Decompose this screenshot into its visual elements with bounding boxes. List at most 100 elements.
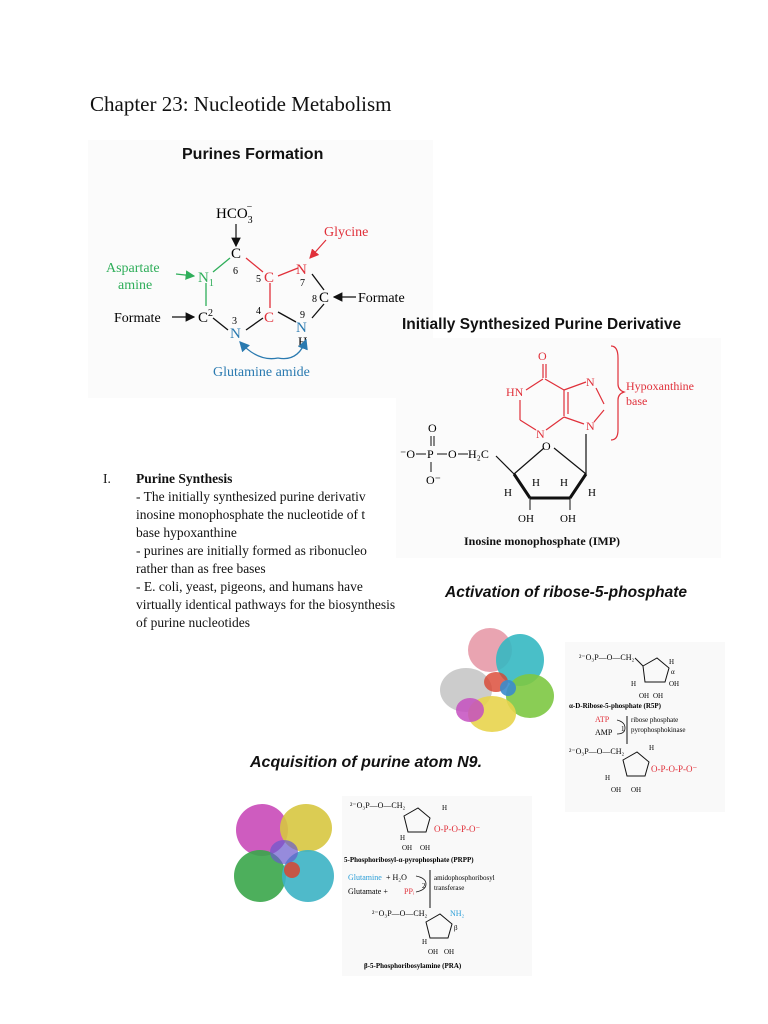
imp-phosphate-o-bottom: O⁻	[426, 473, 441, 487]
amp-label: AMP	[595, 728, 613, 737]
purines-formation-heading: Purines Formation	[182, 146, 324, 163]
imp-heading: Initially Synthesized Purine Derivative	[402, 316, 682, 333]
prpp2-pyrophosphate: O-P-O-P-O⁻	[434, 824, 480, 834]
atom-c2: C2	[198, 308, 213, 326]
imp-n-bottom: N	[536, 427, 545, 441]
imp-n9: N	[586, 419, 595, 433]
section-line: - E. coli, yeast, pigeons, and humans ha…	[136, 579, 363, 594]
imp-h4: H	[588, 487, 596, 499]
protein-ribbon-image	[440, 628, 554, 732]
section-line: rather than as free bases	[136, 561, 266, 576]
imp-h2: H	[532, 477, 540, 489]
prpp2-oh-1: OH	[402, 844, 412, 852]
atom-c5-num: 5	[256, 274, 261, 285]
atom-n1: N1	[198, 270, 214, 289]
page-title: Chapter 23: Nucleotide Metabolism	[90, 92, 392, 116]
glutamine-amide-label: Glutamine amide	[213, 365, 310, 380]
atom-c6: C	[231, 246, 241, 262]
prpp2-oh-2: OH	[420, 844, 430, 852]
prpp-pra-diagram: ²⁻O₃P—O—CH₂ H H O-P-O-P-O⁻ OH OH 5-Phosp…	[344, 801, 495, 970]
purine-ring-diagram: HCO3− N1 C 6 5 C 4 C 3 N C2 N 7 8 C 9 N …	[106, 202, 405, 380]
prpp1-h-top: H	[649, 744, 654, 752]
section-line: inosine monophosphate the nucleotide of …	[136, 507, 366, 522]
imp-h3: H	[560, 477, 568, 489]
section-line: - The initially synthesized purine deriv…	[136, 489, 366, 504]
imp-phosphate-o-top: O	[428, 421, 437, 435]
r5p-reaction-diagram: ²⁻O₃P—O—CH₂ H α OH H OH OH α-D-Ribose-5-…	[569, 653, 697, 794]
aspartate-label-line1: Aspartate	[106, 261, 160, 276]
imp-oh1: OH	[518, 513, 534, 525]
r5p-oh-1: OH	[639, 692, 649, 700]
aspartate-label-line2: amine	[118, 278, 152, 293]
r5p-h-top: H	[669, 658, 674, 666]
purine-synthesis-section: I. Purine Synthesis - The initially synt…	[103, 470, 423, 632]
r5p-h-left: H	[631, 680, 636, 688]
r5p-phosphate: ²⁻O₃P—O—CH₂	[579, 653, 635, 662]
section-line: - purines are initially formed as ribonu…	[136, 543, 367, 558]
enzyme-2-line2: transferase	[434, 884, 464, 892]
r5p-alpha: α	[671, 668, 675, 676]
enzyme-structure-image-2	[228, 794, 340, 912]
formate-right-label: Formate	[358, 291, 405, 306]
section-line: of purine nucleotides	[136, 615, 250, 630]
section-line: base hypoxanthine	[136, 525, 237, 540]
imp-phosphate-o-link: O	[448, 447, 457, 461]
prpp1-pyrophosphate: O-P-O-P-O⁻	[651, 764, 697, 774]
hypoxanthine-label-line2: base	[626, 394, 647, 408]
imp-oh2: OH	[560, 513, 576, 525]
atom-c5: C	[264, 270, 274, 286]
prpp-phosphate-1: ²⁻O₃P—O—CH₂	[569, 747, 625, 756]
imp-phosphate-o-minus: ⁻O	[400, 447, 415, 461]
r5p-oh-2: OH	[653, 692, 663, 700]
glutamine-label: Glutamine	[348, 873, 382, 882]
atom-c8-num: 8	[312, 294, 317, 305]
atom-c6-num: 6	[233, 266, 238, 277]
r5p-oh-right: OH	[669, 680, 679, 688]
atom-n9-num: 9	[300, 310, 305, 321]
enzyme-1-line1: ribose phosphate	[631, 716, 678, 724]
imp-h1: H	[504, 487, 512, 499]
pra-oh-1: OH	[428, 948, 438, 956]
section-title: Purine Synthesis	[136, 471, 233, 486]
acquisition-heading: Acquisition of purine atom N9.	[250, 754, 483, 771]
prpp1-oh-1: OH	[611, 786, 621, 794]
pra-nh2: NH₂	[450, 909, 465, 918]
enzyme-structure-image-1	[430, 618, 560, 738]
r5p-label: α-D-Ribose-5-phosphate (R5P)	[569, 702, 662, 710]
imp-n7: N	[586, 375, 595, 389]
prpp-label: 5-Phosphoribosyl-α-pyrophosphate (PRPP)	[344, 856, 474, 864]
pra-label: β-5-Phosphoribosylamine (PRA)	[364, 962, 462, 970]
step-2-number: 2	[422, 882, 426, 890]
imp-structure-diagram: O HN N N N Hypoxanthine base O ⁻O P O H₂…	[400, 345, 694, 525]
glutamate-label: Glutamate +	[348, 887, 388, 896]
prpp2-phosphate: ²⁻O₃P—O—CH₂	[350, 801, 406, 810]
atom-n7-num: 7	[300, 278, 305, 289]
atom-c4: C	[264, 310, 274, 326]
imp-phosphate-p: P	[427, 447, 434, 461]
formate-left-label: Formate	[114, 311, 161, 326]
pra-oh-2: OH	[444, 948, 454, 956]
ppi-label: PPᵢ	[404, 887, 415, 896]
imp-ring-o: O	[542, 439, 551, 453]
imp-caption: Inosine monophosphate (IMP)	[464, 534, 621, 548]
atom-n3: N	[230, 326, 241, 342]
atom-c4-num: 4	[256, 306, 261, 317]
purines-formation-figure: Purines Formation HCO3− N1 C 6 5 C 4 C 3…	[88, 140, 433, 398]
section-line: virtually identical pathways for the bio…	[136, 597, 396, 612]
imp-ch2: H₂C	[468, 447, 489, 461]
prpp2-h-top: H	[442, 804, 447, 812]
hypoxanthine-label-line1: Hypoxanthine	[626, 379, 694, 393]
prpp1-oh-2: OH	[631, 786, 641, 794]
activation-heading: Activation of ribose-5-phosphate	[445, 584, 687, 601]
atom-n9: N	[296, 320, 307, 336]
section-number: I.	[103, 471, 111, 486]
pra-h-left: H	[422, 938, 427, 946]
imp-o-top: O	[538, 349, 547, 363]
prpp2-h-left: H	[400, 834, 405, 842]
glycine-label: Glycine	[324, 225, 368, 240]
water-label: + H₂O	[386, 873, 407, 882]
prpp1-h-left: H	[605, 774, 610, 782]
atp-label: ATP	[595, 715, 610, 724]
pra-phosphate: ²⁻O₃P—O—CH₂	[372, 909, 428, 918]
imp-figure: O HN N N N Hypoxanthine base O ⁻O P O H₂…	[396, 338, 721, 558]
